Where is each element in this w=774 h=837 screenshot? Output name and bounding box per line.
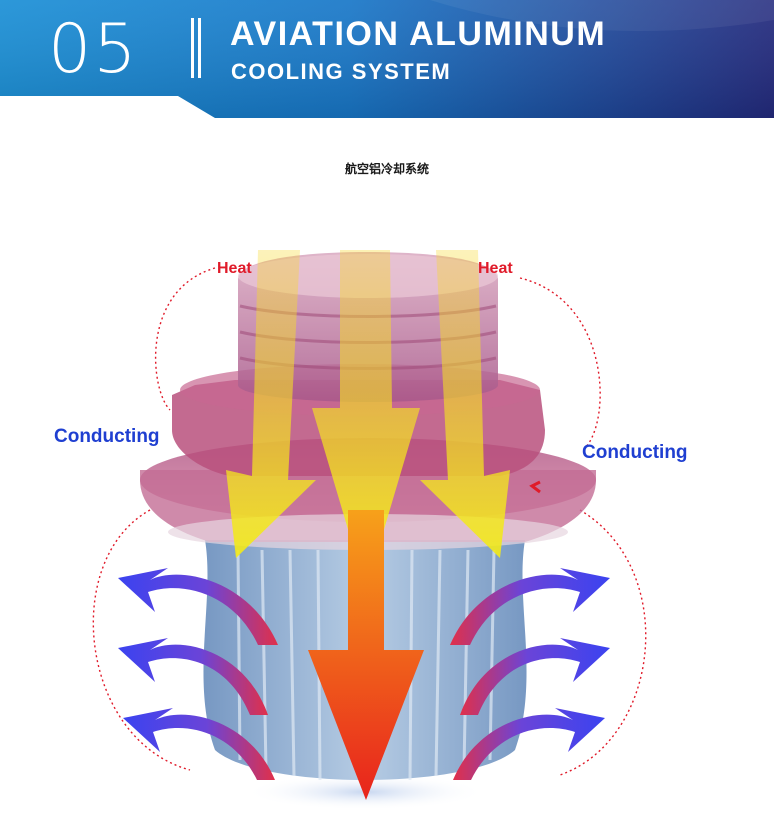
heat-label-left: Heat [217, 260, 252, 277]
conducting-arrows-right [450, 568, 610, 780]
banner-subtitle: COOLING SYSTEM [231, 59, 452, 84]
header-banner: 05 AVIATION ALUMINUM COOLING SYSTEM [0, 0, 774, 118]
conducting-orbit-curve [92, 509, 191, 771]
cooling-illustration [92, 250, 647, 810]
cool-arrow [123, 708, 275, 780]
section-number: 05 [48, 10, 139, 89]
conducting-orbit-curve [559, 509, 647, 776]
conducting-label-left: Conducting [54, 426, 160, 447]
heat-orbit-curve [154, 267, 216, 411]
heat-arrow [312, 250, 420, 590]
heat-arrow [420, 250, 510, 558]
diagram-caption: 航空铝冷却系统 [344, 162, 429, 176]
hot-arrow [308, 510, 424, 800]
flow-marker [529, 480, 541, 494]
heat-arrow [226, 250, 316, 558]
cool-arrow [118, 568, 278, 645]
cool-arrow [453, 708, 605, 780]
conducting-arrows-left [118, 568, 278, 780]
banner-title: AVIATION ALUMINUM [230, 15, 607, 53]
conducting-label-right: Conducting [582, 442, 688, 463]
cool-arrow [460, 638, 610, 715]
banner-divider [191, 18, 201, 78]
cool-arrow [450, 568, 610, 645]
heat-label-right: Heat [478, 260, 513, 277]
cool-arrow [118, 638, 268, 715]
cooling-diagram: Heat Heat Conducting Conducting [0, 180, 774, 832]
